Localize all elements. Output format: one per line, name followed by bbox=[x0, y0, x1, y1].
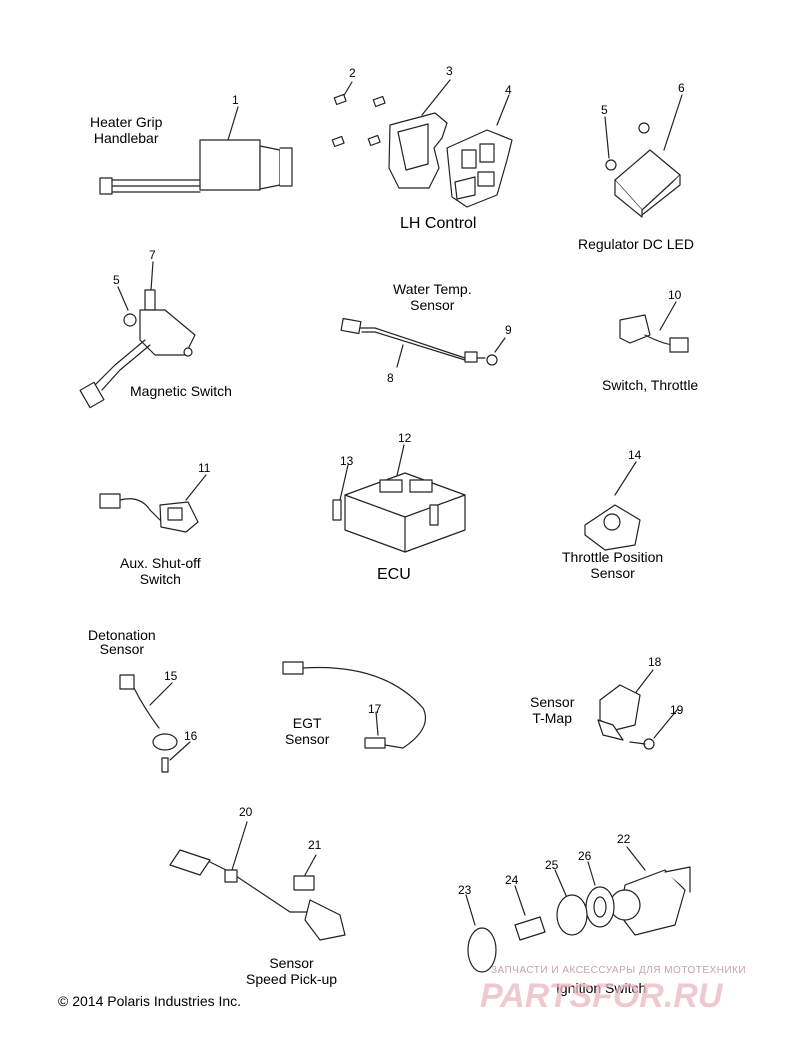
label-throttle-position: Throttle Position Sensor bbox=[562, 549, 663, 581]
label-detonation-line1: Detonation bbox=[88, 627, 156, 643]
callout-18: 18 bbox=[648, 655, 662, 669]
callout-21: 21 bbox=[308, 838, 322, 852]
part-water-temp-sensor bbox=[340, 317, 506, 368]
callout-19: 19 bbox=[670, 703, 684, 717]
label-regulator: Regulator DC LED bbox=[578, 236, 694, 252]
label-detonation: Detonation Sensor bbox=[88, 628, 156, 656]
callout-26: 26 bbox=[578, 849, 592, 863]
label-water-temp-line2: Sensor bbox=[410, 297, 455, 313]
callout-6: 6 bbox=[678, 81, 685, 95]
label-throttle-position-line2: Sensor bbox=[590, 565, 635, 581]
part-ignition-switch bbox=[465, 846, 691, 973]
label-water-temp-line1: Water Temp. bbox=[393, 281, 472, 297]
label-speed-pickup-line1: Sensor bbox=[269, 955, 314, 971]
copyright-text: © 2014 Polaris Industries Inc. bbox=[58, 993, 242, 1009]
label-detonation-line2: Sensor bbox=[99, 641, 145, 657]
part-throttle-position-sensor bbox=[584, 461, 641, 551]
callout-25: 25 bbox=[545, 858, 559, 872]
callout-4: 4 bbox=[505, 83, 512, 97]
part-aux-shutoff-switch bbox=[99, 474, 207, 533]
callout-9: 9 bbox=[505, 323, 512, 337]
label-sensor-tmap-line2: T-Map bbox=[532, 710, 573, 726]
part-magnetic-switch bbox=[79, 261, 196, 409]
label-heater-grip-line1: Heater Grip bbox=[90, 114, 163, 130]
label-sensor-tmap-line1: Sensor bbox=[530, 694, 575, 710]
callout-5a: 5 bbox=[601, 103, 608, 117]
callout-5b: 5 bbox=[113, 273, 120, 287]
label-heater-grip-line2: Handlebar bbox=[93, 130, 159, 146]
callout-13: 13 bbox=[340, 454, 354, 468]
part-heater-grip-handlebar bbox=[99, 106, 293, 195]
callout-22: 22 bbox=[617, 832, 631, 846]
label-lh-control: LH Control bbox=[400, 215, 477, 232]
part-switch-throttle bbox=[619, 301, 689, 353]
label-switch-throttle: Switch, Throttle bbox=[602, 377, 699, 393]
callout-17: 17 bbox=[368, 702, 382, 716]
label-aux-shutoff: Aux. Shut-off Switch bbox=[120, 555, 201, 587]
label-speed-pickup: Sensor Speed Pick-up bbox=[246, 955, 337, 987]
callout-3: 3 bbox=[446, 64, 453, 78]
part-ecu bbox=[332, 444, 466, 553]
callout-2: 2 bbox=[349, 66, 356, 80]
callout-23: 23 bbox=[458, 883, 472, 897]
callout-14: 14 bbox=[628, 448, 642, 462]
part-screws bbox=[331, 81, 386, 148]
part-lh-control bbox=[446, 94, 513, 208]
callout-8: 8 bbox=[387, 371, 394, 385]
callout-10: 10 bbox=[668, 288, 682, 302]
label-speed-pickup-line2: Speed Pick-up bbox=[246, 971, 338, 987]
label-sensor-tmap: Sensor T-Map bbox=[530, 694, 574, 726]
label-water-temp: Water Temp. Sensor bbox=[393, 281, 472, 313]
part-egt-sensor bbox=[282, 661, 427, 749]
label-egt: EGT Sensor bbox=[285, 715, 329, 747]
label-ecu: ECU bbox=[377, 566, 411, 583]
callout-20: 20 bbox=[239, 805, 253, 819]
callout-12: 12 bbox=[398, 431, 412, 445]
label-aux-shutoff-line2: Switch bbox=[139, 571, 181, 587]
label-egt-line2: Sensor bbox=[285, 731, 330, 747]
label-aux-shutoff-line1: Aux. Shut-off bbox=[120, 555, 201, 571]
callout-15: 15 bbox=[164, 669, 178, 683]
watermark-logo: PARTSFOR.RU bbox=[480, 977, 723, 1015]
label-egt-line1: EGT bbox=[292, 715, 322, 731]
label-ignition-switch: Ignition Switch bbox=[556, 980, 647, 996]
callout-16: 16 bbox=[184, 729, 198, 743]
label-magnetic-switch: Magnetic Switch bbox=[130, 383, 232, 399]
part-regulator bbox=[604, 94, 683, 218]
label-throttle-position-line1: Throttle Position bbox=[562, 549, 664, 565]
part-speed-pickup bbox=[169, 821, 346, 941]
callout-11: 11 bbox=[198, 461, 211, 475]
callout-24: 24 bbox=[505, 873, 519, 887]
callout-7: 7 bbox=[149, 248, 156, 262]
part-tmap-sensor bbox=[597, 669, 678, 750]
part-lh-housing bbox=[388, 79, 451, 189]
part-detonation-sensor bbox=[119, 674, 191, 773]
label-heater-grip: Heater Grip Handlebar bbox=[90, 114, 162, 146]
callout-1: 1 bbox=[232, 93, 239, 107]
watermark-tagline: ЗАПЧАСТИ И АКСЕССУАРЫ ДЛЯ МОТОТЕХНИКИ bbox=[491, 965, 747, 976]
